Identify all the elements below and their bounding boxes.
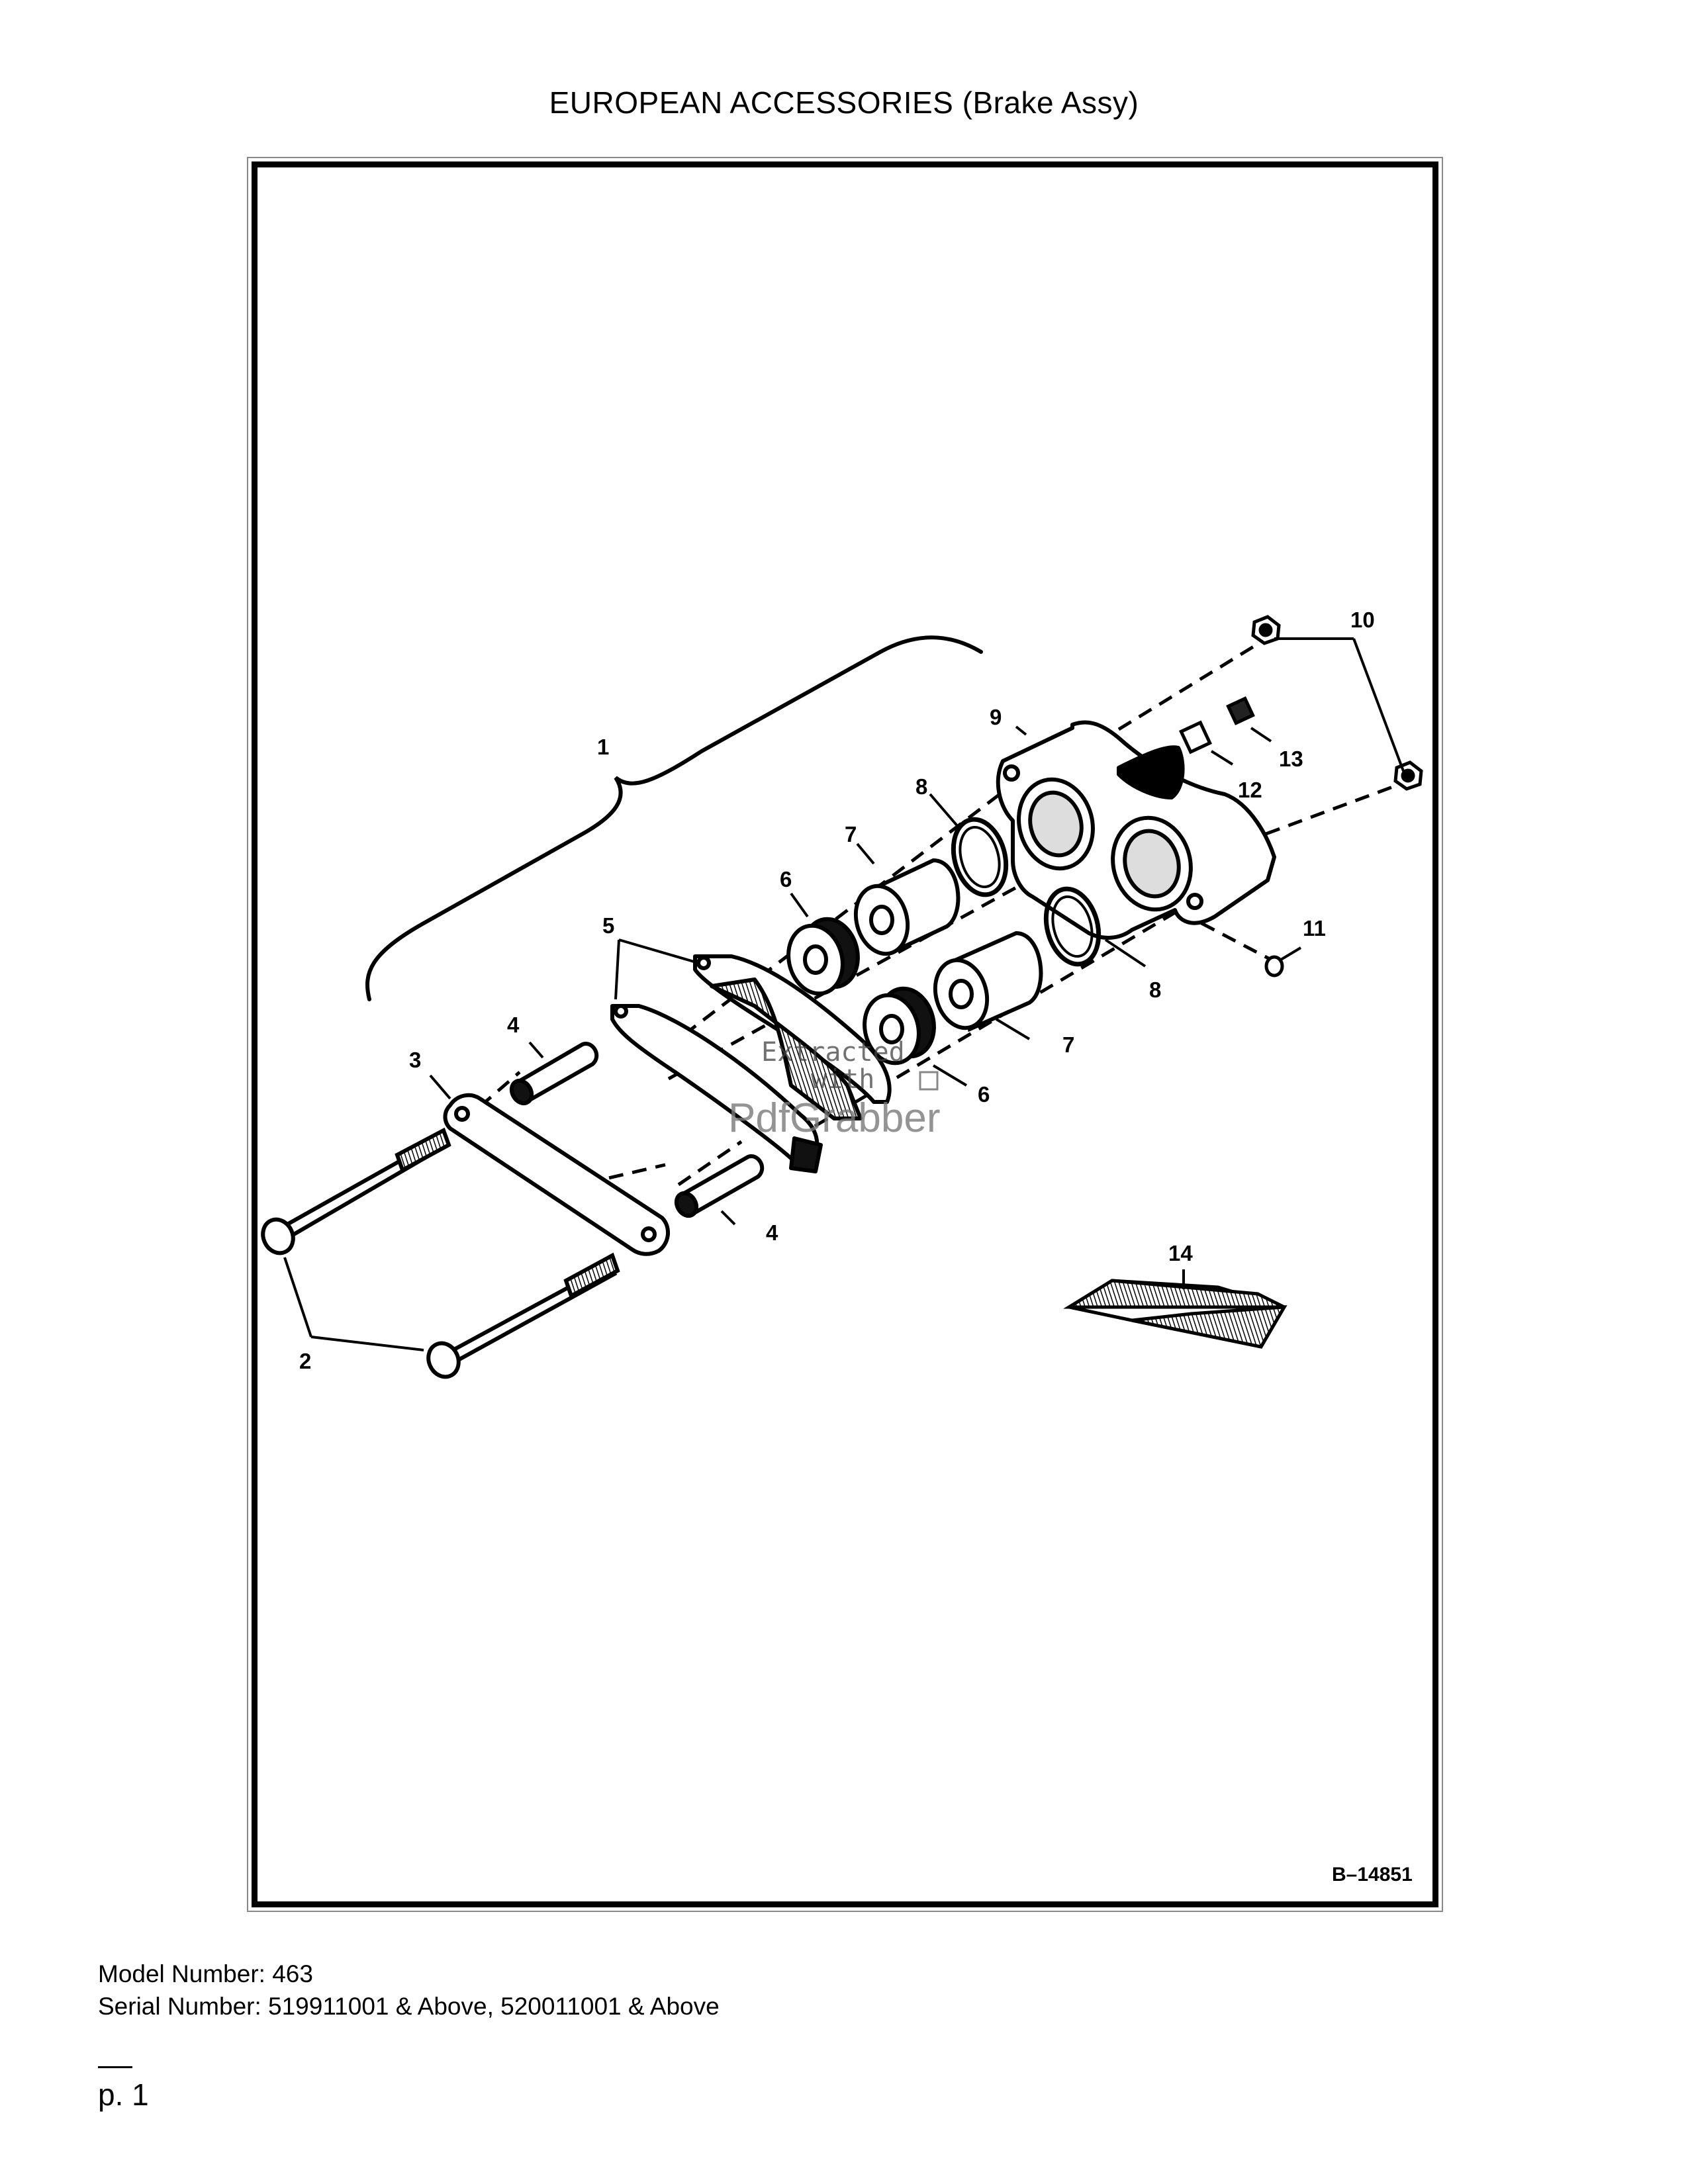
callout-13: 13 [1279, 747, 1303, 771]
page-number: p. 1 [98, 2077, 149, 2112]
serial-number: Serial Number: 519911001 & Above, 520011… [98, 1993, 720, 2020]
assembly-bracket [365, 635, 983, 1001]
pistons [853, 858, 1043, 1032]
watermark-line-1: Extracted [761, 1037, 905, 1068]
page-number-rule [98, 2066, 132, 2068]
callout-11: 11 [1303, 916, 1326, 940]
model-number: Model Number: 463 [98, 1960, 313, 1987]
callout-2: 2 [299, 1349, 311, 1373]
callout-6a: 6 [780, 867, 792, 891]
washer [1264, 955, 1284, 978]
callout-5: 5 [602, 913, 614, 938]
brake-assembly-diagram: 1 2 3 4 4 5 6 6 7 7 8 8 9 10 11 12 13 14… [261, 608, 1423, 1886]
callout-14: 14 [1168, 1241, 1193, 1265]
callout-7b: 7 [1062, 1032, 1074, 1057]
callout-6b: 6 [978, 1082, 990, 1107]
link-plate [443, 1093, 671, 1256]
callout-8a: 8 [915, 774, 927, 799]
page-title: EUROPEAN ACCESSORIES (Brake Assy) [549, 85, 1139, 120]
caliper-housing [996, 720, 1276, 940]
drawing-number: B–14851 [1332, 1864, 1413, 1886]
diagram-frame [252, 161, 1438, 1907]
callout-7a: 7 [845, 822, 857, 846]
leader-lines [283, 637, 1405, 1351]
callout-9: 9 [990, 705, 1002, 729]
watermark-line-2: with [811, 1064, 874, 1095]
bleeder-screw [1178, 696, 1255, 754]
brake-pads [610, 954, 892, 1173]
grease-tube [1063, 1279, 1288, 1349]
callout-3: 3 [409, 1048, 421, 1072]
callout-12: 12 [1238, 778, 1262, 802]
callout-10: 10 [1350, 608, 1375, 632]
callout-1: 1 [597, 735, 609, 759]
pdfgrabber-watermark: Extracted with PdfGrabber [728, 1037, 941, 1141]
watermark-brand: PdfGrabber [728, 1095, 941, 1141]
piston-boots [786, 917, 936, 1066]
callout-4b: 4 [766, 1220, 778, 1245]
callout-labels: 1 2 3 4 4 5 6 6 7 7 8 8 9 10 11 12 13 14 [299, 608, 1375, 1373]
caliper-bolts [261, 1127, 620, 1379]
retaining-pins [509, 1042, 765, 1218]
diagram-frame-outer [247, 157, 1443, 1912]
watermark-icon [919, 1071, 939, 1091]
o-rings [951, 817, 1102, 967]
callout-8b: 8 [1149, 978, 1161, 1002]
callout-4a: 4 [507, 1013, 520, 1037]
